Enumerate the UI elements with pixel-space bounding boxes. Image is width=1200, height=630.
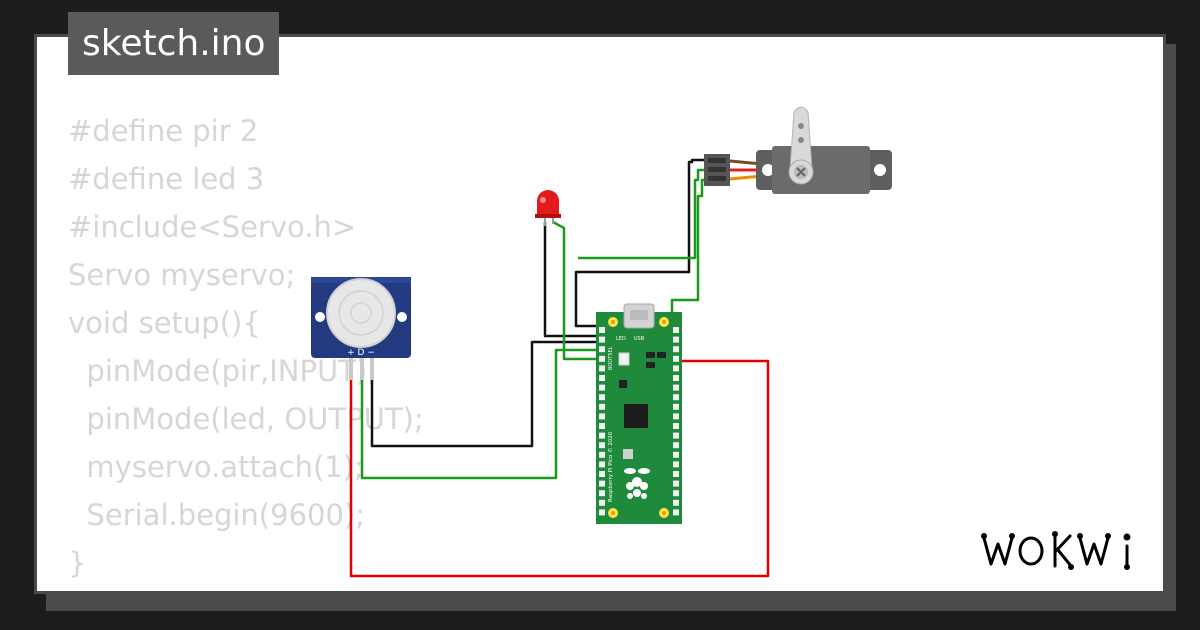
pico-chip [624,404,648,428]
pir-pin-label: + D − [347,348,375,358]
led-body [537,190,559,216]
wire-pir-gnd [370,340,608,448]
pico-pin[interactable] [673,384,679,391]
wire-servo-signal [670,178,708,318]
code-line: pinMode(led, OUTPUT); [68,402,424,436]
servo-motor[interactable] [704,106,892,194]
pico-pin[interactable] [673,432,679,439]
pico-pin[interactable] [599,394,605,401]
code-line: } [68,546,87,580]
pir-pin-data [360,358,364,380]
code-line: pinMode(pir,INPUT); [68,354,377,388]
pico-pin[interactable] [673,461,679,468]
pico-pin[interactable] [673,394,679,401]
wire-servo-gnd [574,158,708,328]
pico-bootsel-label: BOOTSEL [608,346,614,370]
pico-pin[interactable] [599,509,605,516]
pico-pins [599,327,679,516]
pico-pin[interactable] [599,451,605,458]
pico-pin[interactable] [673,451,679,458]
pico-pin[interactable] [673,499,679,506]
pico-pin[interactable] [599,442,605,449]
pico-pin[interactable] [673,403,679,410]
pico-pin[interactable] [599,346,605,353]
pico-pin[interactable] [599,499,605,506]
pico-pin[interactable] [673,490,679,497]
wire-servo-vcc [578,168,708,260]
pico-led-label: LED [616,336,626,342]
code-line: myservo.attach(1); [68,450,364,484]
servo-body [772,146,870,194]
raspberry-logo [624,468,650,499]
pico-pin[interactable] [599,375,605,381]
pico-pin[interactable] [673,336,679,343]
code-line: #include<Servo.h> [68,210,357,244]
pico-pin[interactable] [673,471,679,477]
pico-pin[interactable] [599,403,605,410]
pico-pin[interactable] [673,327,679,333]
pico-pin[interactable] [673,480,679,487]
wire-pir-vcc [349,359,770,578]
pir-pin-gnd [370,358,374,380]
file-tab[interactable]: sketch.ino [68,12,280,75]
wires [349,158,770,578]
code-line: Serial.begin(9600); [68,498,366,532]
pico-pin[interactable] [599,336,605,343]
code-line: #define led 3 [68,162,265,196]
code-line: #define pir 2 [68,114,259,148]
pico-pin[interactable] [599,413,605,420]
pico-pin[interactable] [673,365,679,372]
pico-pin[interactable] [599,432,605,439]
pir-dome [326,278,396,348]
code-line: Servo myservo; [68,258,296,292]
code-line: void setup(){ [68,306,261,340]
pico-board[interactable]: USB LED BOOTSEL Raspberry Pi Pico © 2020 [596,303,682,524]
pico-pin[interactable] [599,461,605,468]
pico-pin[interactable] [599,327,605,333]
pico-pin[interactable] [599,471,605,477]
pico-pin[interactable] [673,355,679,362]
pico-usb-label: USB [634,336,645,342]
wokwi-logo [981,531,1131,570]
pico-pin[interactable] [599,365,605,372]
pico-pin[interactable] [599,490,605,497]
pico-pin[interactable] [673,346,679,353]
pico-pin[interactable] [673,423,679,429]
pir-pin-vcc [349,358,353,380]
pico-pin[interactable] [599,355,605,362]
led[interactable] [535,190,561,226]
wire-led-anode [552,220,608,361]
pico-silk-label: Raspberry Pi Pico © 2020 [607,431,614,502]
bootsel-button[interactable] [618,352,630,366]
pico-pin[interactable] [673,509,679,516]
pico-pin[interactable] [599,423,605,429]
pico-pin[interactable] [599,384,605,391]
wire-pir-data [360,348,608,480]
pir-sensor[interactable]: + D − [311,277,411,380]
wire-led-cathode [543,222,608,338]
pico-pin[interactable] [673,375,679,381]
pico-pin[interactable] [673,413,679,420]
pico-pin[interactable] [599,480,605,487]
pico-pin[interactable] [673,442,679,449]
code-preview: #define pir 2 #define led 3 #include<Servo… [68,107,424,591]
